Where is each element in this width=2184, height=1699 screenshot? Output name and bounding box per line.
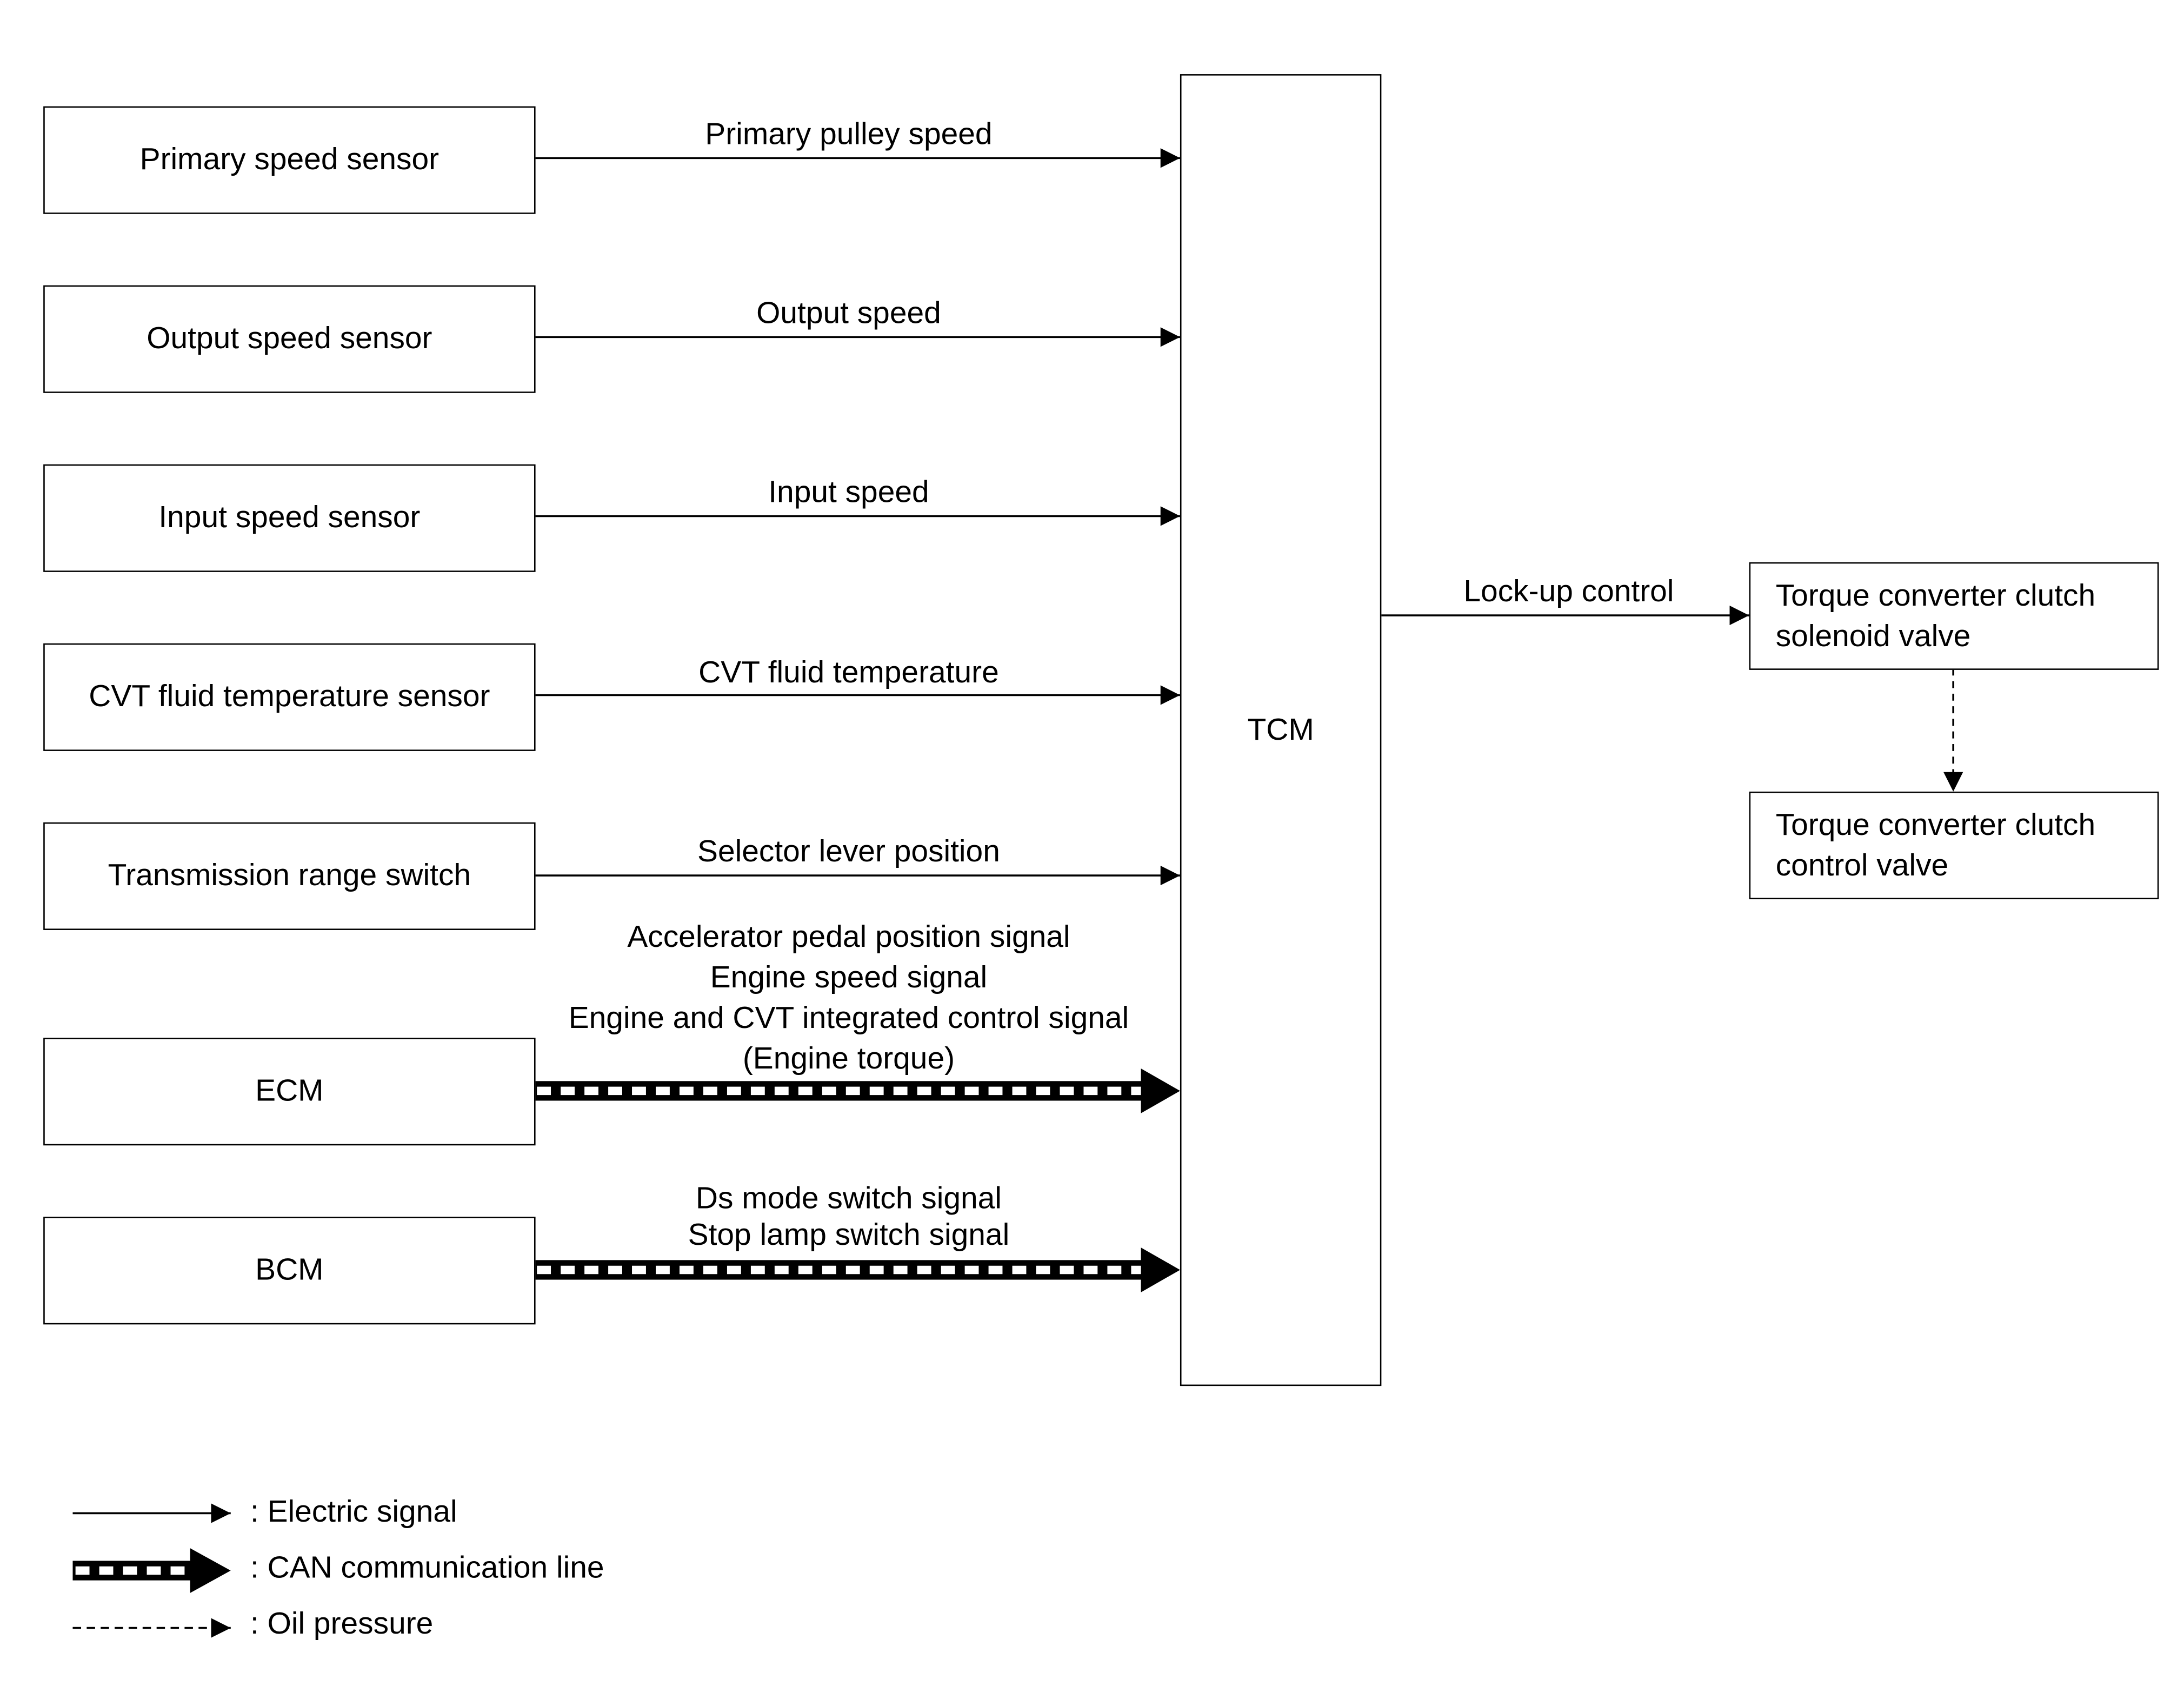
torque-converter-clutch-control-valve-box: Torque converter clutch control valve: [1749, 791, 2159, 900]
output-speed-label: Output speed: [756, 295, 941, 330]
input-speed-sensor-box: Input speed sensor: [43, 464, 536, 572]
torque-converter-clutch-solenoid-valve-box: Torque converter clutch solenoid valve: [1749, 562, 2159, 670]
primary-pulley-speed-label: Primary pulley speed: [705, 116, 993, 151]
legend-can-label: : CAN communication line: [250, 1549, 604, 1585]
can-line-ecm: [534, 1068, 1180, 1113]
bcm-signals-label: Ds mode switch signal Stop lamp switch s…: [688, 1180, 1010, 1252]
primary-speed-sensor-box: Primary speed sensor: [43, 106, 536, 214]
bcm-box: BCM: [43, 1217, 536, 1325]
ecm-box: ECM: [43, 1038, 536, 1146]
ecm-signals-label: Accelerator pedal position signal Engine…: [568, 919, 1129, 1076]
output-speed-sensor-box: Output speed sensor: [43, 285, 536, 393]
selector-lever-position-label: Selector lever position: [697, 833, 1000, 869]
legend-can-symbol: [72, 1548, 231, 1593]
legend-electric-label: : Electric signal: [250, 1494, 457, 1529]
lock-up-control-label: Lock-up control: [1463, 573, 1674, 609]
input-speed-label: Input speed: [768, 474, 929, 509]
tcm-box: TCM: [1180, 74, 1382, 1386]
cvt-fluid-temperature-label: CVT fluid temperature: [698, 654, 999, 690]
cvt-fluid-temperature-sensor-box: CVT fluid temperature sensor: [43, 643, 536, 751]
transmission-range-switch-box: Transmission range switch: [43, 822, 536, 930]
legend-oil-label: : Oil pressure: [250, 1605, 434, 1641]
can-line-bcm: [534, 1247, 1180, 1292]
